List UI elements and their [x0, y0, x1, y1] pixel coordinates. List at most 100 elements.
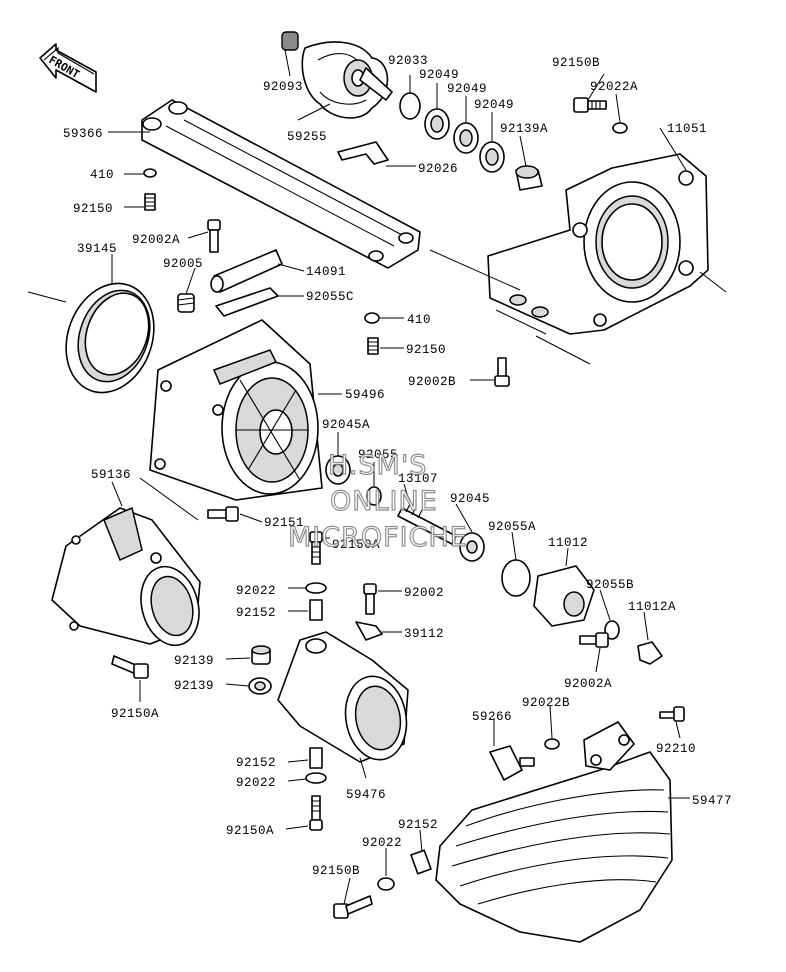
- label-92022-b: 92022: [236, 776, 276, 790]
- label-92002: 92002: [404, 586, 444, 600]
- label-92150A-low: 92150A: [226, 824, 274, 838]
- washer-92022-c: [377, 877, 395, 891]
- bolt-92150A-low: [309, 795, 323, 831]
- bushing-92139-a: [251, 645, 271, 665]
- case-11012: [533, 565, 595, 627]
- watermark-line-3: MICROFICHE: [288, 522, 468, 553]
- label-13107: 13107: [398, 472, 438, 486]
- label-92002B: 92002B: [408, 375, 456, 389]
- bolt-92002A-mid: [207, 219, 221, 253]
- spacer-92152-b: [309, 747, 323, 769]
- label-92150B-low: 92150B: [312, 864, 360, 878]
- label-92093: 92093: [263, 80, 303, 94]
- label-92033: 92033: [388, 54, 428, 68]
- ring-92033: [399, 92, 421, 120]
- watermark-line-2: ONLINE: [330, 486, 438, 517]
- bolt-92150B-low: [333, 895, 373, 919]
- label-92055C: 92055C: [306, 290, 354, 304]
- washer-92022B: [544, 738, 560, 750]
- label-92150-mid: 92150: [406, 343, 446, 357]
- bracket-11051: [487, 153, 709, 335]
- bolt-92150A-left: [111, 655, 149, 679]
- cone-59136: [51, 506, 201, 647]
- oring-92055A: [501, 559, 531, 597]
- pipe-14091: [210, 249, 283, 293]
- label-92139-b: 92139: [174, 679, 214, 693]
- label-92055B: 92055B: [586, 578, 634, 592]
- sleeve-92139A: [515, 165, 543, 191]
- watermark-line-1: H.SM'S: [328, 450, 427, 481]
- label-92152-c: 92152: [398, 818, 438, 832]
- label-59255: 59255: [287, 130, 327, 144]
- label-92150A-mid: 92150A: [332, 538, 380, 552]
- label-410-top: 410: [90, 168, 114, 182]
- bolt-92150-mid: [367, 337, 379, 355]
- bearing-92049-b: [453, 122, 479, 154]
- shaft-13107: [397, 503, 457, 545]
- bolt-92210: [659, 706, 685, 722]
- label-59366: 59366: [63, 127, 103, 141]
- label-92055: 92055: [358, 448, 398, 462]
- fitting-59266: [489, 745, 535, 781]
- label-92045: 92045: [450, 492, 490, 506]
- bolt-92150B-top: [573, 97, 607, 113]
- clip-39112: [355, 621, 383, 641]
- spacer-92152-c: [410, 849, 432, 875]
- cap-11012A: [637, 641, 663, 665]
- label-92049-c: 92049: [474, 98, 514, 112]
- washer-410-top: [143, 168, 157, 178]
- impeller-assembly: [281, 31, 543, 191]
- label-92150B-top: 92150B: [552, 56, 600, 70]
- cap-92093: [281, 31, 299, 51]
- nipple-92005: [177, 293, 195, 313]
- label-92210: 92210: [656, 742, 696, 756]
- leader-lines: [27, 49, 727, 905]
- label-59477: 59477: [692, 794, 732, 808]
- label-59266: 59266: [472, 710, 512, 724]
- bolt-92150A-mid: [309, 531, 323, 565]
- label-59476: 59476: [346, 788, 386, 802]
- oring-92055C: [215, 287, 279, 317]
- front-arrow-icon: FRONT: [39, 43, 97, 93]
- pump-case-59496: [149, 319, 323, 501]
- label-59136: 59136: [91, 468, 131, 482]
- label-92022A-top: 92022A: [590, 80, 638, 94]
- label-39112: 39112: [404, 627, 444, 641]
- label-92139-a: 92139: [174, 654, 214, 668]
- label-11012: 11012: [548, 536, 588, 550]
- label-410-mid: 410: [407, 313, 431, 327]
- grate-59477: [435, 721, 673, 943]
- bearing-92045: [459, 532, 485, 562]
- label-92151: 92151: [264, 516, 304, 530]
- label-11012A: 11012A: [628, 600, 676, 614]
- label-92049-b: 92049: [447, 82, 487, 96]
- label-92049-a: 92049: [419, 68, 459, 82]
- washer-92022-a: [305, 582, 327, 594]
- washer-92022-b: [305, 772, 327, 784]
- spacer-92152-a: [309, 599, 323, 621]
- label-92150-top: 92150: [73, 202, 113, 216]
- label-92002A-low: 92002A: [564, 677, 612, 691]
- bolt-92002A-low: [579, 632, 609, 648]
- washer-92022A-top: [612, 122, 628, 134]
- bearing-92049-a: [424, 108, 450, 140]
- label-92022B: 92022B: [522, 696, 570, 710]
- label-59496: 59496: [345, 388, 385, 402]
- label-92152-a: 92152: [236, 606, 276, 620]
- nozzle-59476: [277, 631, 409, 763]
- bolt-92002B: [494, 357, 510, 387]
- label-92005: 92005: [163, 257, 203, 271]
- part-labels: 92093 59255 92033 92049 92049 92049 9213…: [63, 54, 732, 878]
- bolt-92150-top: [144, 193, 156, 211]
- label-39145: 39145: [77, 242, 117, 256]
- label-92022-c: 92022: [362, 836, 402, 850]
- label-92152-b: 92152: [236, 756, 276, 770]
- label-92139A-top: 92139A: [500, 122, 548, 136]
- ring-39145: [65, 282, 155, 394]
- label-92026: 92026: [418, 162, 458, 176]
- label-11051: 11051: [667, 122, 707, 136]
- label-92022-a: 92022: [236, 584, 276, 598]
- label-14091: 14091: [306, 265, 346, 279]
- watermark: H.SM'S ONLINE MICROFICHE: [287, 449, 468, 553]
